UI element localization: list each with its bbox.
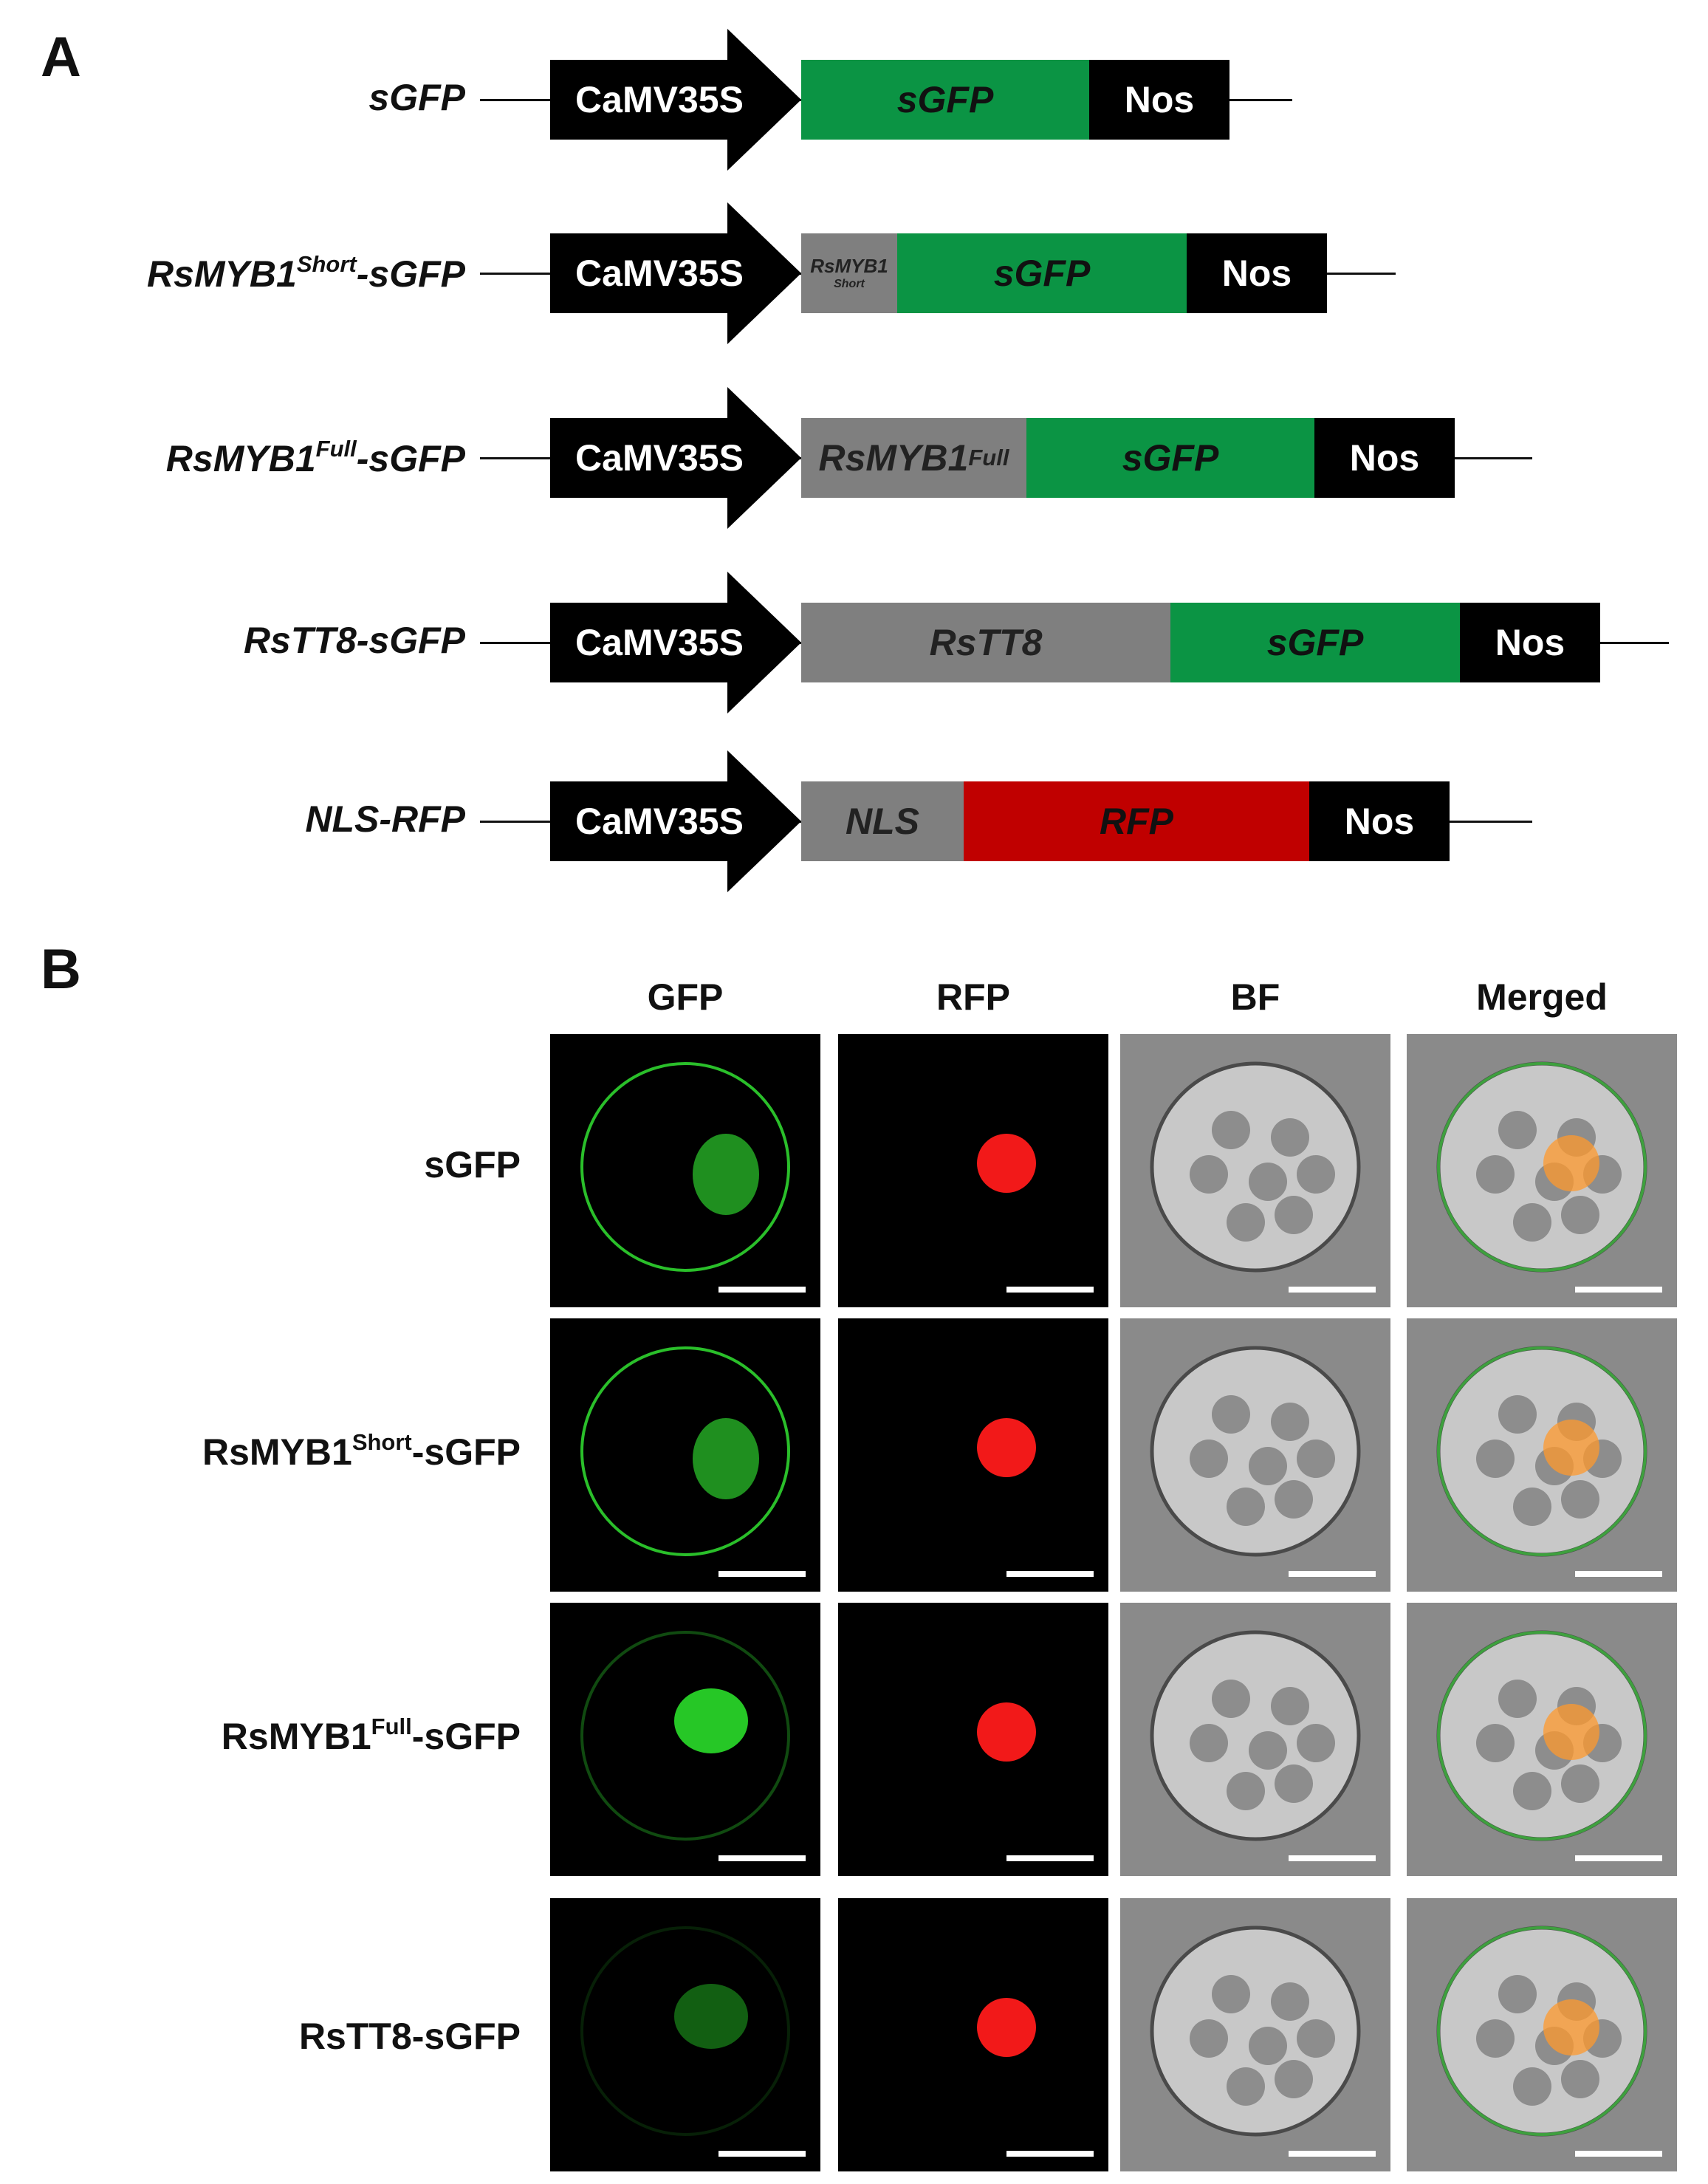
scale-bar (1575, 1855, 1662, 1861)
scale-bar (1575, 2151, 1662, 2157)
construct-label: NLS-RFP (305, 798, 465, 840)
column-header-merged: Merged (1476, 976, 1608, 1018)
construct-label: RsMYB1Short-sGFP (146, 251, 465, 295)
gene-segment: NLS (801, 781, 964, 861)
scale-bar (718, 1287, 806, 1293)
promoter-label: CaMV35S (575, 253, 744, 294)
scale-bar (1006, 1287, 1094, 1293)
column-header-rfp: RFP (936, 976, 1010, 1018)
construct-label: RsTT8-sGFP (243, 620, 465, 661)
promoter-arrow-camv35s: CaMV35S (550, 750, 801, 892)
column-header-bf: BF (1230, 976, 1280, 1018)
nos-terminator-segment: Nos (1187, 233, 1327, 313)
promoter-label: CaMV35S (575, 801, 744, 842)
micrograph-bf (1120, 1318, 1390, 1592)
micrograph-rfp (838, 1603, 1108, 1876)
promoter-label: CaMV35S (575, 437, 744, 479)
promoter-label: CaMV35S (575, 79, 744, 120)
row-label: RsMYB1Full-sGFP (221, 1714, 521, 1757)
scale-bar (1575, 1571, 1662, 1577)
micrograph-rfp (838, 1318, 1108, 1592)
nos-terminator-segment: Nos (1460, 603, 1600, 682)
micrograph-rfp (838, 1898, 1108, 2171)
promoter-label: CaMV35S (575, 622, 744, 663)
nos-terminator-segment: Nos (1089, 60, 1229, 140)
row-label: RsMYB1Short-sGFP (202, 1429, 521, 1473)
micrograph-merged (1407, 1034, 1677, 1307)
scale-bar (718, 1855, 806, 1861)
construct-label: RsMYB1Full-sGFP (165, 436, 465, 479)
micrograph-merged (1407, 1898, 1677, 2171)
scale-bar (718, 2151, 806, 2157)
construct-label: sGFP (368, 77, 465, 118)
scale-bar (718, 1571, 806, 1577)
micrograph-gfp (550, 1898, 820, 2171)
scale-bar (1006, 1571, 1094, 1577)
micrograph-merged (1407, 1603, 1677, 1876)
micrograph-bf (1120, 1898, 1390, 2171)
sgfp-segment: sGFP (1170, 603, 1460, 682)
scale-bar (1006, 1855, 1094, 1861)
scale-bar (1006, 2151, 1094, 2157)
promoter-arrow-camv35s: CaMV35S (550, 572, 801, 713)
gene-segment: RsTT8 (801, 603, 1170, 682)
row-label: sGFP (424, 1144, 521, 1185)
micrograph-gfp (550, 1034, 820, 1307)
nos-terminator-segment: Nos (1314, 418, 1455, 498)
scale-bar (1289, 1287, 1376, 1293)
scale-bar (1289, 1571, 1376, 1577)
scale-bar (1289, 2151, 1376, 2157)
row-label: RsTT8-sGFP (298, 2016, 521, 2057)
scale-bar (1289, 1855, 1376, 1861)
micrograph-bf (1120, 1603, 1390, 1876)
micrograph-gfp (550, 1318, 820, 1592)
panel-letter-a: A (41, 26, 81, 89)
micrograph-gfp (550, 1603, 820, 1876)
rfp-segment: RFP (964, 781, 1309, 861)
sgfp-segment: sGFP (897, 233, 1187, 313)
micrograph-rfp (838, 1034, 1108, 1307)
sgfp-segment: sGFP (1026, 418, 1314, 498)
promoter-arrow-camv35s: CaMV35S (550, 202, 801, 344)
sgfp-segment: sGFP (801, 60, 1089, 140)
micrograph-bf (1120, 1034, 1390, 1307)
micrograph-merged (1407, 1318, 1677, 1592)
panel-letter-b: B (41, 938, 81, 1001)
nos-terminator-segment: Nos (1309, 781, 1450, 861)
scale-bar (1575, 1287, 1662, 1293)
promoter-arrow-camv35s: CaMV35S (550, 387, 801, 529)
column-header-gfp: GFP (647, 976, 724, 1018)
promoter-arrow-camv35s: CaMV35S (550, 29, 801, 171)
